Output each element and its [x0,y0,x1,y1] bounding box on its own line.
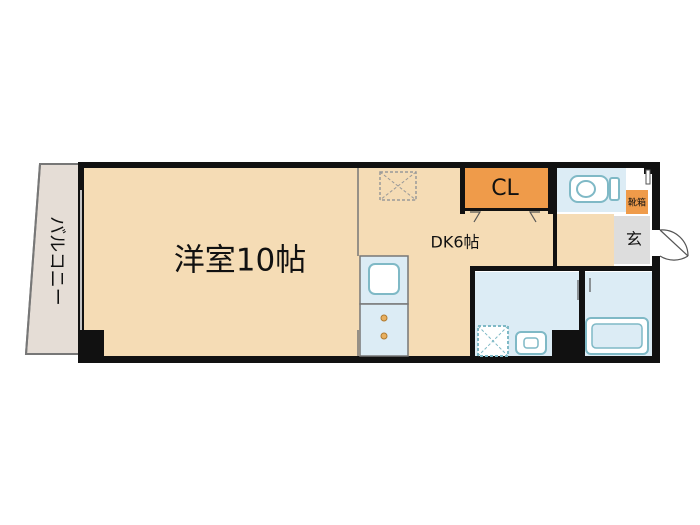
shoe-box [626,190,648,214]
stove-icon [359,303,409,357]
kitchen-sink-icon [359,255,409,305]
balcony-label: バルコニー [46,216,67,306]
shoe-box-label: 靴箱 [628,197,646,209]
western-room-floor [82,166,358,358]
sink-icon [515,331,547,355]
entrance-label: 玄 [626,230,642,249]
washing-machine-pan-icon [477,325,509,357]
bathtub-icon [585,317,649,355]
entrance-window [645,169,651,185]
toilet-icon [569,175,620,203]
door-swing-icon [659,229,689,261]
closet [464,168,550,208]
western-room-label: 洋室10帖 [174,243,306,279]
closet-label: CL [491,176,519,201]
skylight-hatch-icon [379,171,417,201]
entrance [614,216,650,264]
closet-door-marks [470,211,540,223]
balcony: バルコニー [24,163,83,355]
dk-label: DK6帖 [431,233,480,252]
hall-floor [556,214,614,266]
